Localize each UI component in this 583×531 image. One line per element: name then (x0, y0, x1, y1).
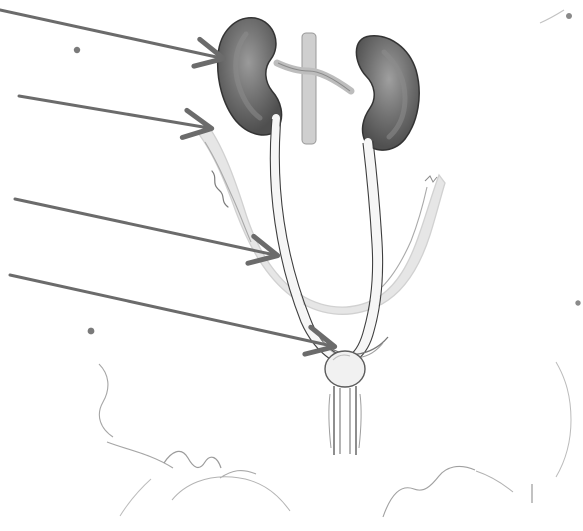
bladder (318, 334, 388, 387)
ureters (270, 117, 382, 359)
kidney-right (356, 36, 419, 150)
background-specks (74, 13, 581, 334)
speck-1 (74, 47, 80, 53)
pointer-arrow-2 (19, 96, 209, 128)
pointer-arrow-1 (0, 10, 221, 58)
speck-3 (566, 13, 572, 19)
aorta (277, 33, 351, 144)
speck-4 (575, 300, 580, 305)
pointer-arrows (0, 10, 332, 346)
kidney-left (218, 18, 282, 135)
peritoneal-fold (198, 127, 445, 314)
urethra (329, 386, 361, 455)
speck-2 (88, 328, 95, 335)
